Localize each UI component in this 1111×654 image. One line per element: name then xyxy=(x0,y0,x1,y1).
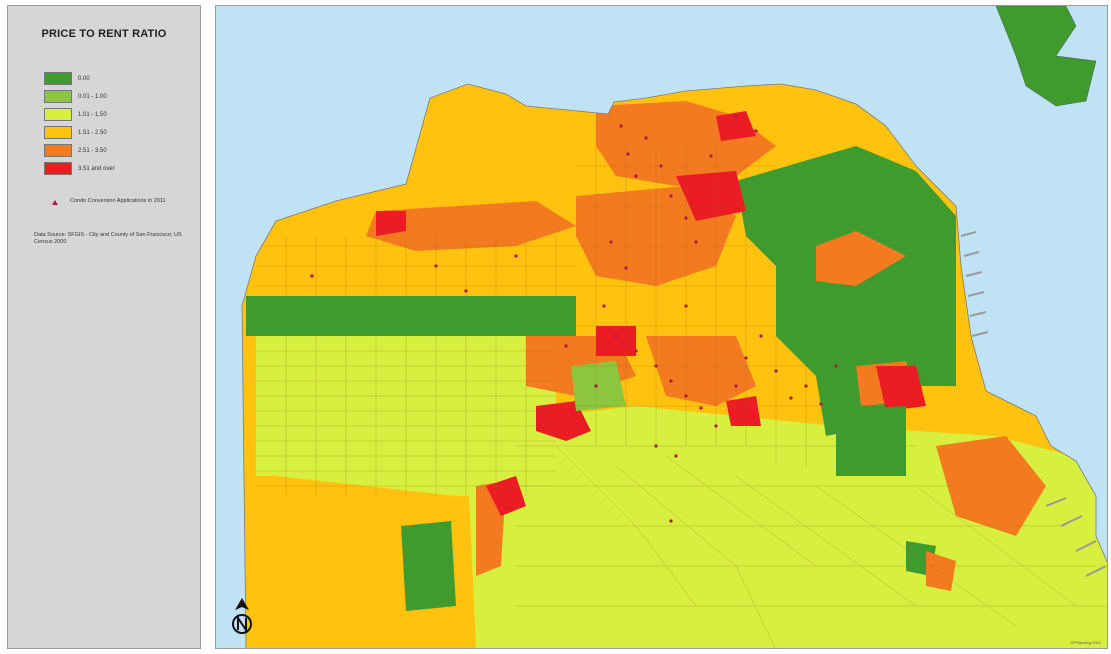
legend-title: PRICE TO RENT RATIO xyxy=(41,28,167,40)
legend-item-0: 0.00 xyxy=(44,72,90,85)
legend-symbol-row: Condo Conversion Applications in 2011 xyxy=(52,198,180,205)
red-zone-east xyxy=(876,366,926,411)
legend-label: 0.01 - 1.00 xyxy=(78,93,107,100)
waterfront-piers xyxy=(960,231,1107,577)
condo-markers xyxy=(310,114,838,523)
city-map[interactable] xyxy=(216,6,1108,649)
red-zone-north xyxy=(676,171,746,221)
north-arrow-icon xyxy=(230,598,254,638)
red-zone-center xyxy=(596,326,636,356)
legend-item-3: 1.51 - 2.50 xyxy=(44,126,107,139)
red-zone-mission xyxy=(726,396,761,426)
legend-item-1: 0.01 - 1.00 xyxy=(44,90,107,103)
legend-label: 1.51 - 2.50 xyxy=(78,129,107,136)
south-orange-patch xyxy=(926,551,956,591)
legend-swatch xyxy=(44,72,72,85)
coastline xyxy=(241,83,1107,648)
legend-swatch xyxy=(44,144,72,157)
legend-label: 3.51 and over xyxy=(78,165,115,172)
legend-swatch xyxy=(44,90,72,103)
north-orange-zone xyxy=(366,201,576,251)
legend-label: 0.00 xyxy=(78,75,90,82)
legend-item-5: 3.51 and over xyxy=(44,162,115,175)
parcel-grid xyxy=(256,146,1107,648)
map-frame[interactable]: SFPlanning 2012 xyxy=(215,5,1108,649)
condo-triangle-icon xyxy=(52,200,58,205)
red-zone-marina xyxy=(376,211,406,236)
legend-item-4: 2.51 - 3.50 xyxy=(44,144,107,157)
legend-swatch xyxy=(44,108,72,121)
east-orange-zone xyxy=(816,231,906,286)
data-source-note: Data Source: SFGIS - City and County of … xyxy=(34,232,182,245)
legend-swatch xyxy=(44,126,72,139)
red-zone-top xyxy=(716,111,756,141)
mission-orange-zone xyxy=(646,336,756,406)
headland-parcel xyxy=(995,6,1097,107)
mclaren-park-west xyxy=(401,521,456,611)
legend-label: 1.01 - 1.50 xyxy=(78,111,107,118)
twin-peaks-green xyxy=(571,361,626,411)
golden-gate-park xyxy=(246,296,576,336)
bayview-park xyxy=(836,406,906,476)
legend-swatch xyxy=(44,162,72,175)
legend-label: 2.51 - 3.50 xyxy=(78,147,107,154)
legend-item-2: 1.01 - 1.50 xyxy=(44,108,107,121)
legend-panel: PRICE TO RENT RATIO 0.00 0.01 - 1.00 1.0… xyxy=(7,5,201,649)
map-credit: SFPlanning 2012 xyxy=(1070,640,1101,645)
legend-symbol-label: Condo Conversion Applications in 2011 xyxy=(70,198,166,204)
